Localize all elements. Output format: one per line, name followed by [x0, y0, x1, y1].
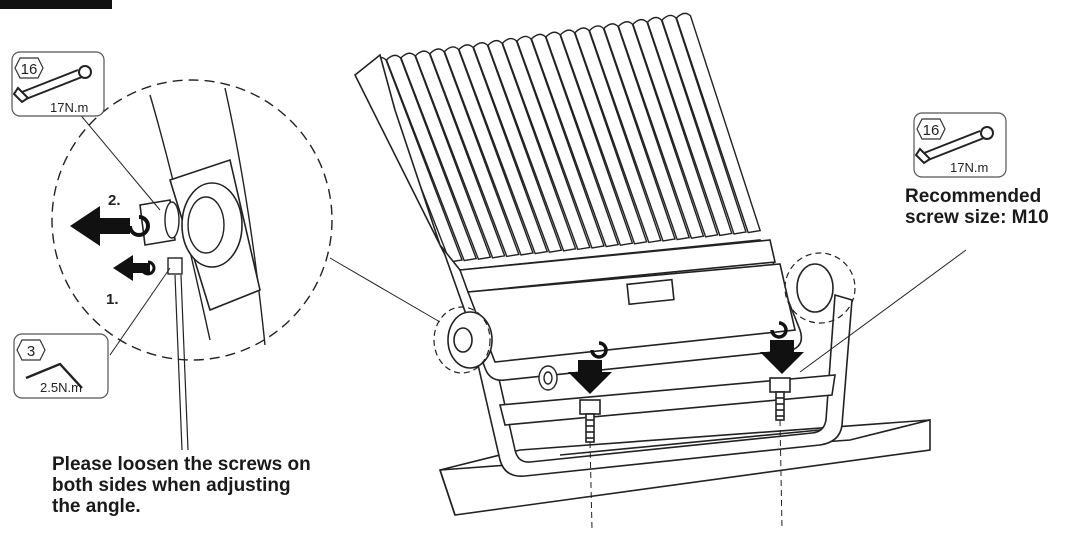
leader-wrench-left [77, 111, 161, 211]
rotate-icon [590, 341, 608, 359]
detail-view [51, 79, 333, 451]
bolt-icon [769, 377, 791, 421]
leader-wrench-right [799, 249, 967, 373]
tool-box-hex-key: 3 2.5N.m [13, 333, 109, 399]
heat-sink-fin [400, 52, 492, 260]
note-loosen-screws: Please loosen the screws on both sides w… [52, 454, 311, 517]
note-screw-size: Recommended screw size: M10 [905, 186, 1049, 228]
callout-small-left [433, 306, 491, 374]
loosen-arrow-icon [70, 206, 130, 246]
wrench-right-size: 16 [923, 122, 940, 139]
fixture-body [353, 53, 803, 382]
wrench-right-torque: 17N.m [950, 160, 988, 175]
heat-sink-fin [661, 14, 747, 235]
loosen-arrow-small-icon [113, 255, 150, 281]
callout-leader [329, 257, 441, 323]
heat-sink-fin [675, 12, 762, 234]
tool-box-wrench-left: 16 17N.m [11, 51, 105, 117]
heat-sink-fin [588, 25, 676, 242]
leader-hex-key [109, 267, 171, 356]
hex-key-torque: 2.5N.m [40, 380, 82, 395]
pivot-right [796, 263, 834, 313]
bolt-icon [579, 399, 601, 443]
wrench-icon [914, 126, 994, 165]
heat-sink-fin [530, 33, 620, 248]
step-2-label: 2. [108, 192, 121, 209]
hex-key-icon [25, 362, 83, 389]
screw-right [760, 321, 804, 530]
heat-sink-fin [516, 35, 605, 249]
rotate-small-icon [140, 260, 156, 276]
heat-sink-fin [487, 39, 577, 252]
wrench-left-torque: 17N.m [50, 100, 88, 115]
heat-sink-fin [414, 50, 506, 259]
hex-key-size: 3 [27, 343, 35, 360]
screw-left [568, 341, 612, 530]
heat-sink-fin [385, 54, 478, 262]
rotate-icon [128, 215, 150, 237]
heat-sink-fin [646, 16, 733, 237]
heat-sink-fin [443, 46, 534, 256]
heat-sink-fin [574, 27, 662, 244]
heat-sink [371, 12, 762, 263]
callout-small-right [784, 252, 856, 324]
heat-sink-fin [603, 23, 691, 241]
rotate-icon [770, 321, 788, 339]
heat-sink-fin [545, 31, 634, 246]
heat-sink-fin [472, 42, 563, 253]
wrench-icon [12, 65, 92, 104]
tool-box-wrench-right: 16 17N.m [913, 112, 1007, 178]
cable-gland [538, 365, 558, 391]
heat-sink-fin [501, 37, 591, 251]
heat-sink-fin [458, 44, 549, 255]
step-1-label: 1. [106, 291, 119, 308]
heat-sink-fin [617, 21, 705, 239]
heat-sink-fin [559, 29, 648, 245]
screw-down-arrow-icon [568, 360, 612, 394]
screw-down-arrow-icon [760, 340, 804, 374]
heat-sink-fin [429, 48, 520, 258]
wrench-left-size: 16 [21, 61, 38, 78]
pivot-left [447, 311, 493, 369]
heat-sink-fin [632, 18, 719, 238]
corner-tab [0, 0, 112, 9]
